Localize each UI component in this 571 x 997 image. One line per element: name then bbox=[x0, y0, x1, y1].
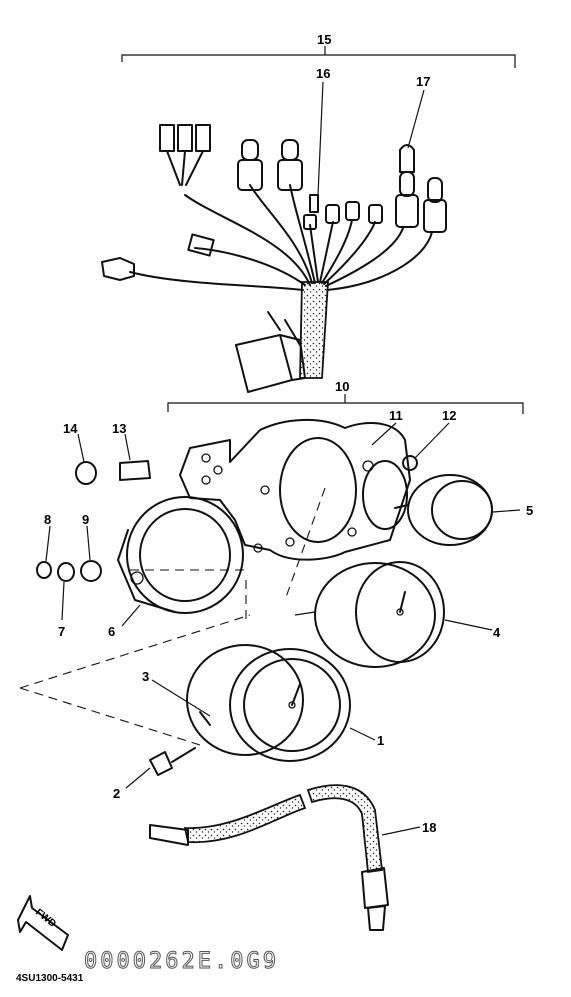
fwd-label: FWD bbox=[33, 907, 58, 930]
leader-lines bbox=[45, 81, 521, 836]
screw-2 bbox=[149, 751, 173, 776]
bulb-socket-b bbox=[277, 139, 303, 191]
speedo-cable-18 bbox=[149, 784, 389, 931]
bulb-socket-c bbox=[395, 171, 419, 228]
callout-18: 18 bbox=[422, 820, 436, 835]
callout-4: 4 bbox=[493, 625, 501, 640]
grommet-14 bbox=[75, 461, 97, 485]
bulb-17 bbox=[399, 144, 415, 173]
fwd-arrow: FWD bbox=[17, 895, 69, 951]
screw-12 bbox=[402, 455, 418, 471]
connector-mid bbox=[187, 233, 215, 257]
washer-7 bbox=[57, 562, 75, 582]
meter-bracket bbox=[179, 419, 411, 561]
callout-13: 13 bbox=[112, 421, 126, 436]
nut-8 bbox=[36, 561, 52, 579]
speedometer-1 bbox=[186, 644, 351, 762]
stamp-code: 0000262E.0G9 bbox=[84, 949, 279, 974]
callout-10: 10 bbox=[335, 379, 349, 394]
callout-17: 17 bbox=[416, 74, 430, 89]
callout-8: 8 bbox=[44, 512, 51, 527]
bracket-15 bbox=[121, 46, 516, 68]
grommet-9 bbox=[80, 560, 102, 582]
callout-5: 5 bbox=[526, 503, 533, 518]
tachometer-4 bbox=[294, 561, 445, 668]
alignment-lines bbox=[19, 487, 326, 746]
bolt-13 bbox=[119, 460, 151, 481]
small-parts bbox=[36, 455, 418, 776]
callout-12: 12 bbox=[442, 408, 456, 423]
callout-6: 6 bbox=[108, 624, 115, 639]
harness-sheath bbox=[299, 281, 329, 379]
bulb-socket-a bbox=[237, 139, 263, 191]
plug-left bbox=[101, 257, 135, 281]
meter-cup-6 bbox=[117, 496, 244, 614]
bulb-socket-d bbox=[423, 177, 447, 233]
callout-16: 16 bbox=[316, 66, 330, 81]
callout-11: 11 bbox=[389, 408, 403, 423]
callout-14: 14 bbox=[63, 421, 78, 436]
callout-3: 3 bbox=[142, 669, 149, 684]
callouts: 15 16 17 10 11 12 14 13 8 9 5 7 6 4 3 1 … bbox=[44, 32, 533, 835]
callout-15: 15 bbox=[317, 32, 331, 47]
bracket-10 bbox=[167, 394, 524, 414]
callout-7: 7 bbox=[58, 624, 65, 639]
wire-harness bbox=[101, 124, 447, 393]
callout-2: 2 bbox=[113, 786, 120, 801]
bulb-16 bbox=[309, 194, 319, 213]
callout-9: 9 bbox=[82, 512, 89, 527]
part-code: 4SU1300-5431 bbox=[16, 973, 84, 984]
connector-block bbox=[235, 334, 306, 393]
callout-1: 1 bbox=[377, 733, 384, 748]
small-sockets bbox=[303, 201, 383, 230]
small-gauge-5 bbox=[394, 474, 493, 546]
